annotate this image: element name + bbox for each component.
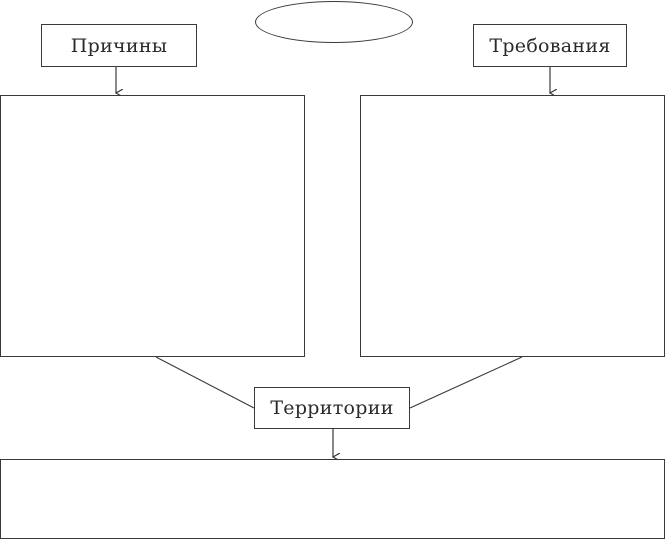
territories-content-box[interactable] bbox=[0, 459, 665, 539]
causes-content-box[interactable] bbox=[0, 95, 305, 357]
causes-label: Причины bbox=[70, 34, 168, 57]
line-left-box-to-territories bbox=[155, 356, 255, 409]
causes-label-box: Причины bbox=[41, 24, 197, 67]
requirements-content-box[interactable] bbox=[360, 95, 665, 357]
title-oval[interactable] bbox=[255, 1, 413, 43]
line-right-box-to-territories bbox=[409, 356, 523, 409]
requirements-label-box: Требования bbox=[473, 24, 627, 67]
territories-label-box: Территории bbox=[254, 387, 410, 429]
territories-label: Территории bbox=[270, 397, 394, 419]
requirements-label: Требования bbox=[489, 34, 611, 57]
